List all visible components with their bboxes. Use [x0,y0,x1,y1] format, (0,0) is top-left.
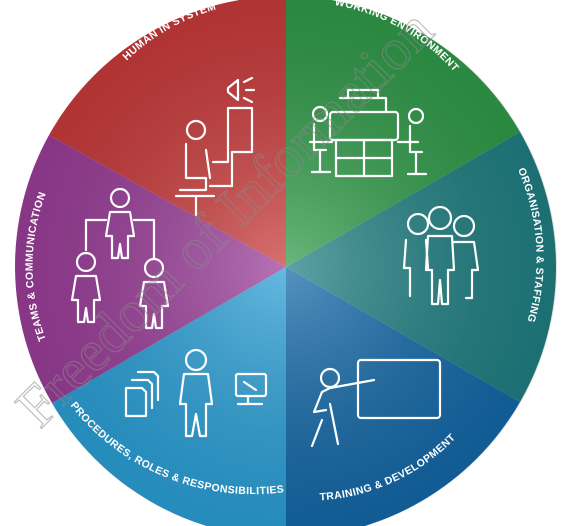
wheel-shading [15,0,557,526]
operator-seat-icon [174,76,256,217]
team-hierarchy-icon [70,187,170,330]
trainer-whiteboard-icon [310,358,442,448]
staff-group-icon [402,205,480,306]
procedures-icon [124,348,268,438]
control-room-icon [308,88,428,178]
